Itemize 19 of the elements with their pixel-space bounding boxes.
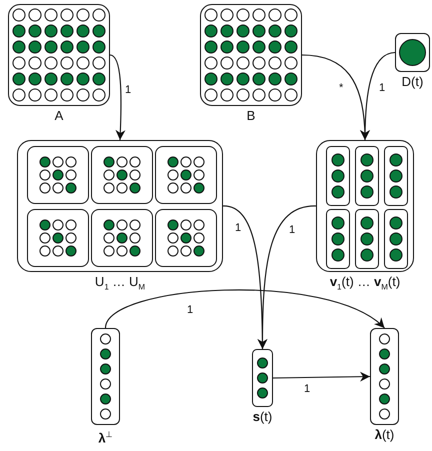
arrow xyxy=(105,290,385,328)
node-label: U$_{1}$ … U$_{M}$ xyxy=(94,274,146,294)
node-label: D(t) xyxy=(402,74,424,89)
node-label: v$_{1}$(t) … v$_{M}$(t) xyxy=(330,274,400,294)
arrow xyxy=(273,372,370,382)
arrow xyxy=(110,54,126,140)
arrow xyxy=(258,205,316,349)
edge-label: 1 xyxy=(124,84,132,96)
node-label: λ(t) xyxy=(374,427,394,442)
edge-label: 1 xyxy=(378,82,386,94)
node-label: A xyxy=(54,108,64,123)
edge-label: 1 xyxy=(288,224,296,236)
node-label: λ$^{⊥}$ xyxy=(98,429,113,446)
edge-label: 1 xyxy=(303,383,312,395)
node-label: s(t) xyxy=(252,409,272,424)
edge-label: 1 xyxy=(186,304,194,316)
node-label: B xyxy=(246,108,256,123)
arrow xyxy=(360,52,396,140)
edge-label: 1 xyxy=(234,222,242,234)
